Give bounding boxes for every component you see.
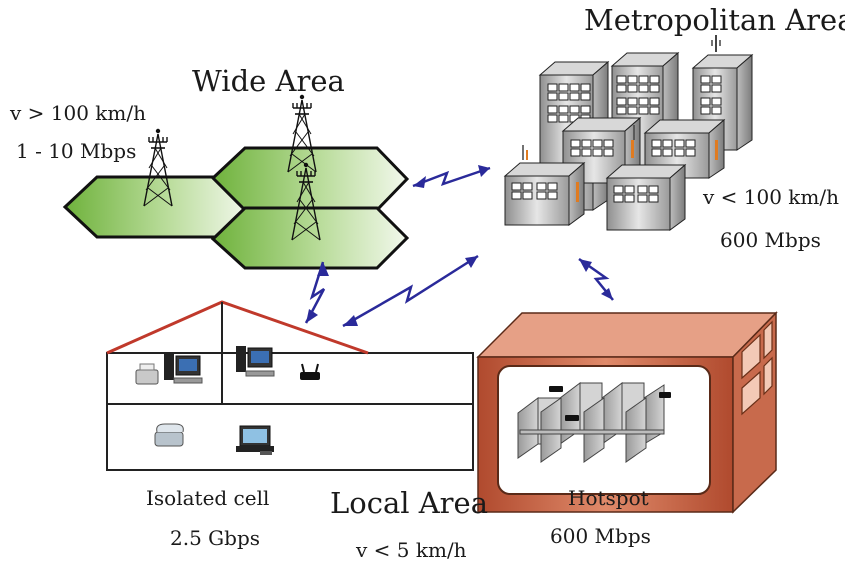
desktop-computer-icon (164, 354, 203, 384)
wireless-link-metro-hotspot (578, 257, 614, 301)
isolated-cell-title: Isolated cell (146, 486, 270, 510)
metro-area-speed: v < 100 km/h (703, 185, 840, 209)
wide-area-title: Wide Area (192, 64, 345, 98)
building-icon (503, 145, 586, 226)
wide-area-cells (62, 94, 410, 270)
wireless-link-wide-local (304, 261, 329, 324)
cubicle-panels (517, 382, 665, 463)
local-area-title: Local Area (330, 486, 488, 520)
wireless-router-icon (300, 363, 320, 380)
house-roof (106, 300, 369, 355)
wide-area-rate: 1 - 10 Mbps (16, 139, 137, 163)
metropolitan-buildings (503, 35, 754, 231)
metro-area-rate: 600 Mbps (720, 228, 821, 252)
isolated-cell-house (106, 300, 474, 471)
building-icon (605, 163, 687, 231)
hex-cell-top (210, 146, 410, 212)
printer-icon (135, 363, 159, 385)
window-icon (741, 320, 773, 416)
wireless-link-wide-metro (412, 165, 491, 188)
hotspot-rate: 600 Mbps (550, 524, 651, 548)
hotspot-building (476, 311, 778, 514)
metro-area-title: Metropolitan Area (584, 3, 845, 37)
local-area-speed: v < 5 km/h (356, 538, 467, 562)
desktop-computer-icon (236, 346, 275, 377)
laptop-icon (236, 425, 274, 455)
wireless-link-metro-local (342, 254, 479, 328)
wireless-links (304, 165, 614, 328)
isolated-cell-rate: 2.5 Gbps (170, 526, 261, 550)
hotspot-title: Hotspot (568, 486, 649, 510)
telephone-icon (154, 423, 184, 447)
wireless-router-icon (549, 386, 671, 421)
hex-cell-bottom (210, 206, 410, 270)
wide-area-speed: v > 100 km/h (10, 101, 147, 125)
